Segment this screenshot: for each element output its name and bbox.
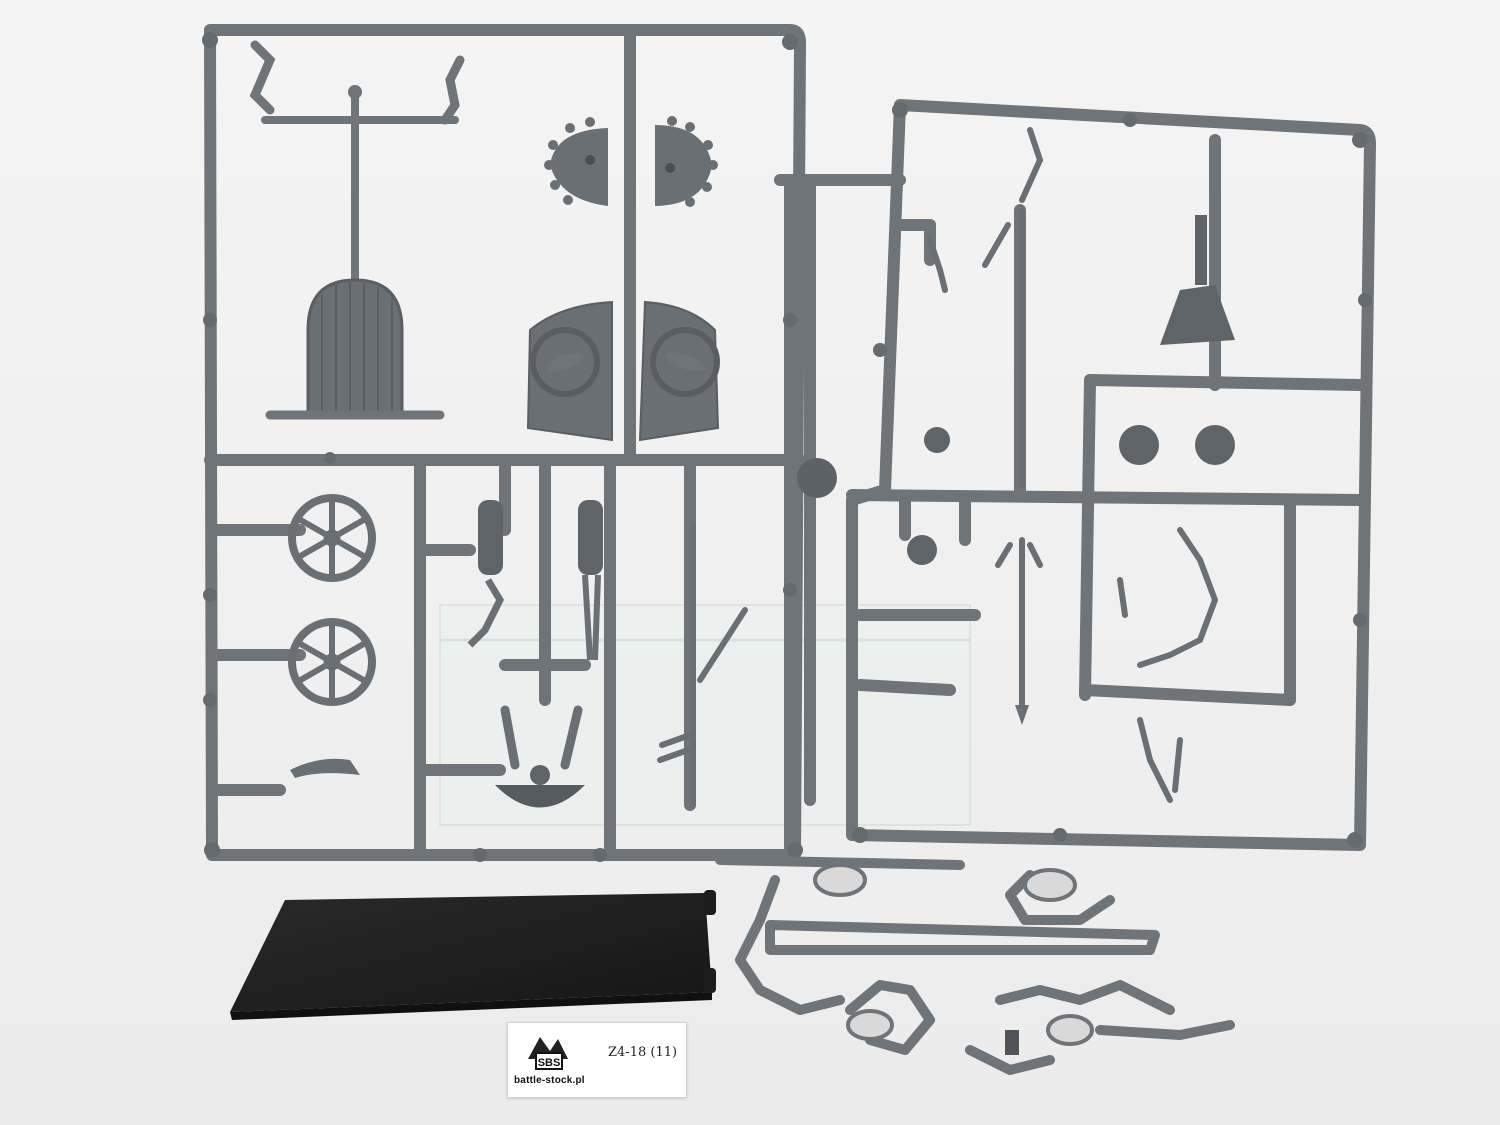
saw-blade-parts [544,116,718,207]
logo-letters: SBS [538,1057,561,1069]
left-sprue [204,24,816,861]
sprue-hub [797,458,837,498]
skeleton-limb-parts [927,237,1219,803]
curved-blade-part [290,758,360,778]
shop-label: SBS battle-stock.pl Z4-18 (11) [507,1022,687,1098]
sprue-nubs [202,32,1372,862]
staff-parts [657,127,1044,808]
black-base [230,890,716,1020]
sarcophagus-parts [467,500,603,661]
spear-tip-part [1015,705,1029,725]
skeletal-horse-sprue [715,855,1235,1075]
horse-head-part [1005,1030,1019,1055]
logo-text: battle-stock.pl [514,1075,585,1086]
shop-logo: SBS [528,1037,568,1070]
rib-cage-parts [813,863,1094,1046]
fan-ornament-part [495,705,585,808]
wheel-parts [288,494,376,706]
inventory-code: Z4-18 (11) [608,1045,678,1060]
door-part [249,40,465,420]
chariot-side-panels [526,300,720,442]
skeleton-torso-parts [907,215,1235,565]
